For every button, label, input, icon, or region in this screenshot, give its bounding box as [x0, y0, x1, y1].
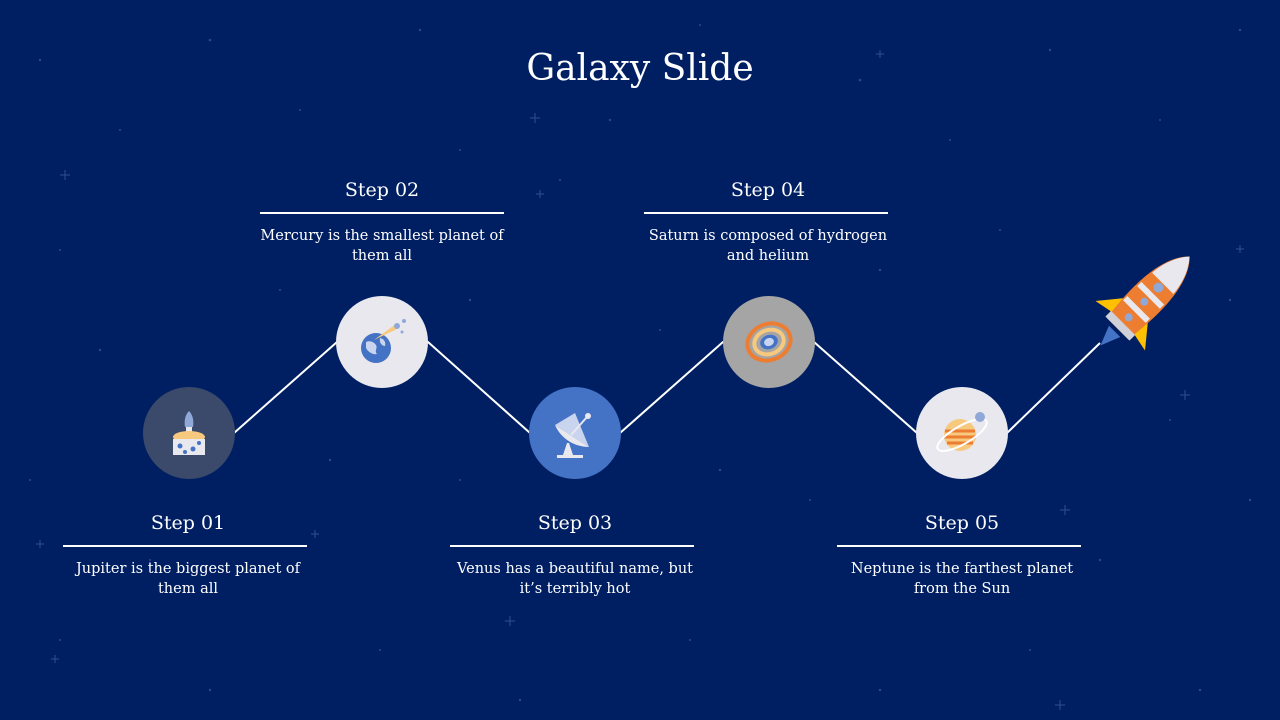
step-02-description: Mercury is the smallest planet of them a…	[260, 228, 504, 264]
earth-meteor-icon	[361, 319, 406, 363]
step-04-description: Saturn is composed of hydrogen and heliu…	[648, 228, 888, 264]
slide-title: Galaxy Slide	[526, 48, 754, 89]
step-02-underline	[260, 212, 504, 214]
step-03-circle	[529, 387, 621, 479]
step-02-circle	[336, 296, 428, 388]
step-05-title: Step 05	[924, 512, 1000, 534]
step-02-title: Step 02	[344, 179, 420, 201]
step-04-underline	[644, 212, 888, 214]
step-05-circle	[916, 387, 1008, 479]
black-hole-icon	[745, 321, 793, 363]
step-05-underline	[837, 545, 1081, 547]
step-03-underline	[450, 545, 694, 547]
step-01-title: Step 01	[150, 512, 226, 534]
step-04-circle	[723, 296, 815, 388]
step-03-title: Step 03	[537, 512, 613, 534]
step-03-description: Venus has a beautiful name, but it’s ter…	[457, 561, 693, 597]
step-04-title: Step 04	[730, 179, 806, 201]
satellite-dish-icon	[555, 413, 591, 458]
step-01-circle	[143, 387, 235, 479]
step-05-description: Neptune is the farthest planet from the …	[850, 561, 1074, 597]
step-01-underline	[63, 545, 307, 547]
planet-orbit-icon	[936, 412, 988, 453]
step-01-description: Jupiter is the biggest planet of them al…	[75, 561, 301, 597]
rocket-launch-icon	[173, 411, 205, 455]
rocket-icon	[1095, 256, 1190, 351]
